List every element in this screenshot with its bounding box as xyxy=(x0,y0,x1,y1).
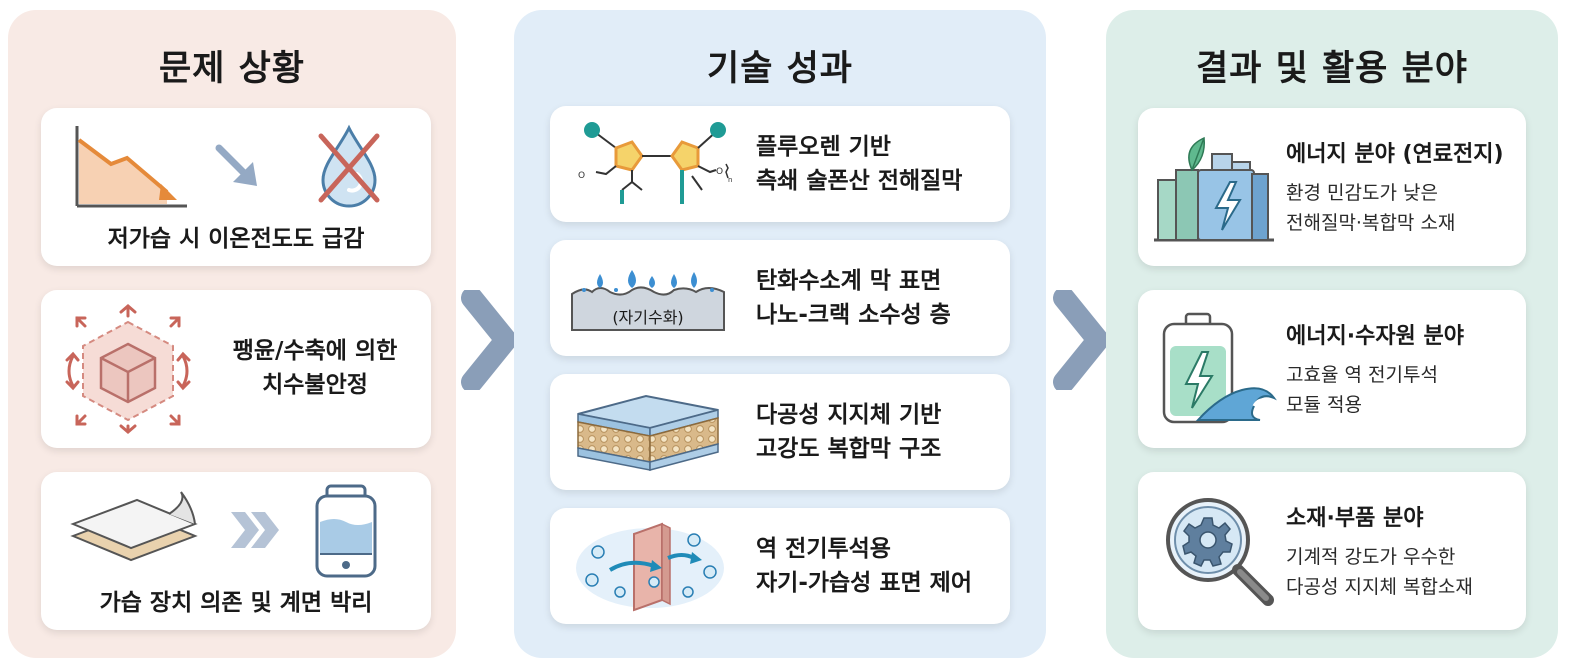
result-desc-line1: 환경 민감도가 낮은 xyxy=(1286,182,1438,204)
result-desc-line2: 다공성 지지체 복합소재 xyxy=(1286,576,1473,598)
svg-text:O: O xyxy=(716,167,723,177)
result-desc-materials: 기계적 강도가 우수한 다공성 지지체 복합소재 xyxy=(1286,542,1520,602)
self-hydration-label: (자기수화) xyxy=(612,308,684,327)
tech-text-line1: 탄화수소계 막 표면 xyxy=(756,268,942,294)
flow-arrow-1-icon xyxy=(458,287,517,394)
tech-card-nanocrack: (자기수화) 탄화수소계 막 표면 나노-크랙 소수성 층 xyxy=(550,240,1010,356)
result-desc-fuel-cell: 환경 민감도가 낮은 전해질막·복합막 소재 xyxy=(1286,178,1520,238)
tech-text-line2: 나노-크랙 소수성 층 xyxy=(756,302,951,328)
declining-chart-icon xyxy=(71,122,191,210)
energy-building-icon xyxy=(1152,130,1276,242)
tech-text-line2: 자기-가습성 표면 제어 xyxy=(756,570,973,596)
tech-card-electrodialysis: 역 전기투석용 자기-가습성 표면 제어 xyxy=(550,508,1010,624)
result-desc-line2: 모듈 적용 xyxy=(1286,394,1362,416)
polymer-structure-icon: O O n xyxy=(570,116,734,212)
problem-text-dimensional-instability: 팽윤/수축에 의한 치수불안정 xyxy=(205,334,425,402)
problem-text-line2: 치수불안정 xyxy=(262,372,368,398)
tech-panel: 기술 성과 O O n xyxy=(514,10,1046,658)
layered-membrane-icon xyxy=(574,384,722,480)
tech-text-line1: 역 전기투석용 xyxy=(756,536,891,562)
down-arrow-icon xyxy=(213,142,263,190)
problem-text-humidifier: 가습 장치 의존 및 계면 박리 xyxy=(99,590,373,616)
double-chevron-icon xyxy=(229,510,283,550)
water-drops-surface-icon xyxy=(570,268,726,332)
result-title-fuel-cell: 에너지 분야 (연료전지) xyxy=(1286,142,1504,167)
tech-card-fluorene: O O n 플루오렌 기반 측쇄 술폰산 전해질막 xyxy=(550,106,1010,222)
result-card-water-resource: 에너지·수자원 분야 고효율 역 전기투석 모듈 적용 xyxy=(1138,290,1526,448)
result-title: 결과 및 활용 분야 xyxy=(1196,49,1468,89)
result-desc-line1: 기계적 강도가 우수한 xyxy=(1286,546,1456,568)
tech-text-electrodialysis: 역 전기투석용 자기-가습성 표면 제어 xyxy=(756,532,972,600)
result-desc-water-resource: 고효율 역 전기투석 모듈 적용 xyxy=(1286,360,1520,420)
problem-text-ionic-conductivity: 저가습 시 이온전도도 급감 xyxy=(107,226,365,252)
tech-text-line1: 다공성 지지체 기반 xyxy=(756,402,942,428)
problem-text-line1: 팽윤/수축에 의한 xyxy=(232,338,398,364)
peeling-layers-icon xyxy=(69,490,199,566)
problem-title: 문제 상황 xyxy=(159,49,305,89)
tech-text-line2: 고강도 복합막 구조 xyxy=(756,436,942,462)
tech-title: 기술 성과 xyxy=(707,49,853,89)
no-water-drop-icon xyxy=(309,122,389,208)
svg-text:n: n xyxy=(728,176,732,184)
battery-wave-icon xyxy=(1158,312,1278,428)
humidifier-icon xyxy=(313,484,379,580)
flow-arrow-2-icon xyxy=(1050,287,1109,394)
result-desc-line2: 전해질막·복합막 소재 xyxy=(1286,212,1456,234)
problem-card-humidifier: 가습 장치 의존 및 계면 박리 xyxy=(41,472,431,630)
tech-text-line1: 플루오렌 기반 xyxy=(756,134,891,160)
expanding-cube-icon xyxy=(63,304,193,434)
result-desc-line1: 고효율 역 전기투석 xyxy=(1286,364,1438,386)
tech-card-composite: 다공성 지지체 기반 고강도 복합막 구조 xyxy=(550,374,1010,490)
problem-card-dimensional-instability: 팽윤/수축에 의한 치수불안정 xyxy=(41,290,431,448)
tech-text-line2: 측쇄 술폰산 전해질막 xyxy=(756,168,963,194)
tech-text-fluorene: 플루오렌 기반 측쇄 술폰산 전해질막 xyxy=(756,130,962,198)
result-card-fuel-cell: 에너지 분야 (연료전지) 환경 민감도가 낮은 전해질막·복합막 소재 xyxy=(1138,108,1526,266)
tech-text-composite: 다공성 지지체 기반 고강도 복합막 구조 xyxy=(756,398,941,466)
problem-card-ionic-conductivity: 저가습 시 이온전도도 급감 xyxy=(41,108,431,266)
svg-text:O: O xyxy=(578,171,585,181)
gear-magnifier-icon xyxy=(1160,492,1280,612)
problem-panel: 문제 상황 저가습 시 이온전도도 xyxy=(8,10,456,658)
result-panel: 결과 및 활용 분야 에너지 분야 (연료전지) 환경 민감도가 낮은 전해질막… xyxy=(1106,10,1558,658)
ion-membrane-icon xyxy=(570,518,730,614)
tech-text-nanocrack: 탄화수소계 막 표면 나노-크랙 소수성 층 xyxy=(756,264,951,332)
result-card-materials: 소재·부품 분야 기계적 강도가 우수한 다공성 지지체 복합소재 xyxy=(1138,472,1526,630)
result-title-water-resource: 에너지·수자원 분야 xyxy=(1286,324,1464,349)
result-title-materials: 소재·부품 분야 xyxy=(1286,506,1424,531)
